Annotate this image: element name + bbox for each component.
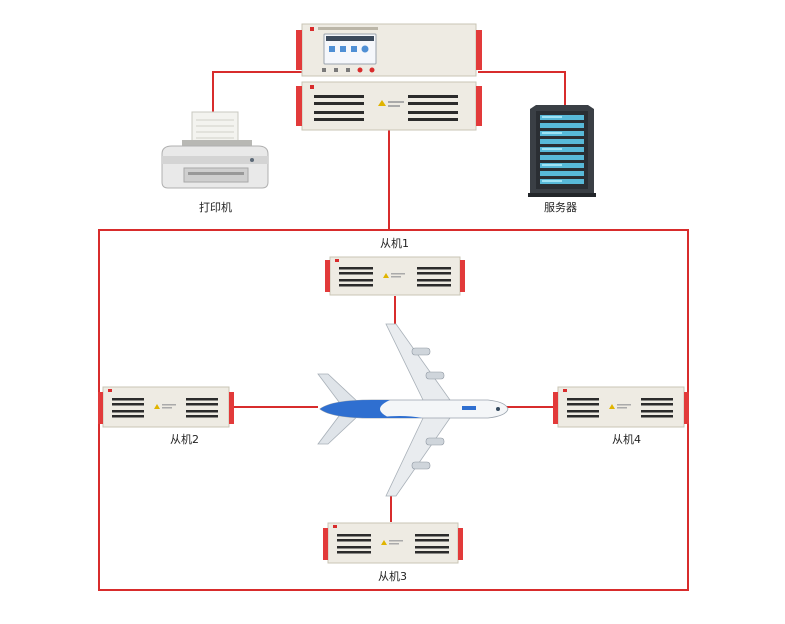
wire-master-down [388, 130, 390, 230]
wire-printer-vertical [212, 71, 214, 113]
slave1-label: 从机1 [380, 237, 409, 250]
wire-slave2-aircraft [234, 406, 318, 408]
wire-slave3-aircraft [390, 494, 392, 522]
wire-printer-horizontal [212, 71, 302, 73]
server-label: 服务器 [544, 201, 577, 214]
printer-icon [161, 111, 269, 189]
wire-server-vertical [564, 71, 566, 107]
printer-label: 打印机 [199, 201, 232, 214]
airplane-icon [317, 323, 509, 497]
wire-server-horizontal [478, 71, 566, 73]
aircraft [312, 320, 512, 500]
slave4-label: 从机4 [612, 433, 641, 446]
master-instrument-icon [296, 23, 482, 131]
slave-unit-icon [323, 522, 463, 564]
slave-unit-icon [553, 386, 689, 428]
slave-unit-4 [553, 386, 689, 428]
wire-slave1-aircraft [394, 296, 396, 326]
slave3-label: 从机3 [378, 570, 407, 583]
server-rack-icon [528, 105, 596, 197]
server [528, 105, 596, 197]
printer [158, 110, 272, 192]
master-instrument [296, 22, 482, 132]
slave-unit-icon [98, 386, 234, 428]
slave-unit-1 [325, 256, 465, 296]
slave-unit-2 [98, 386, 234, 428]
slave-unit-icon [325, 256, 465, 296]
wire-slave4-aircraft [505, 406, 557, 408]
slave-unit-3 [323, 522, 463, 564]
slave2-label: 从机2 [170, 433, 199, 446]
